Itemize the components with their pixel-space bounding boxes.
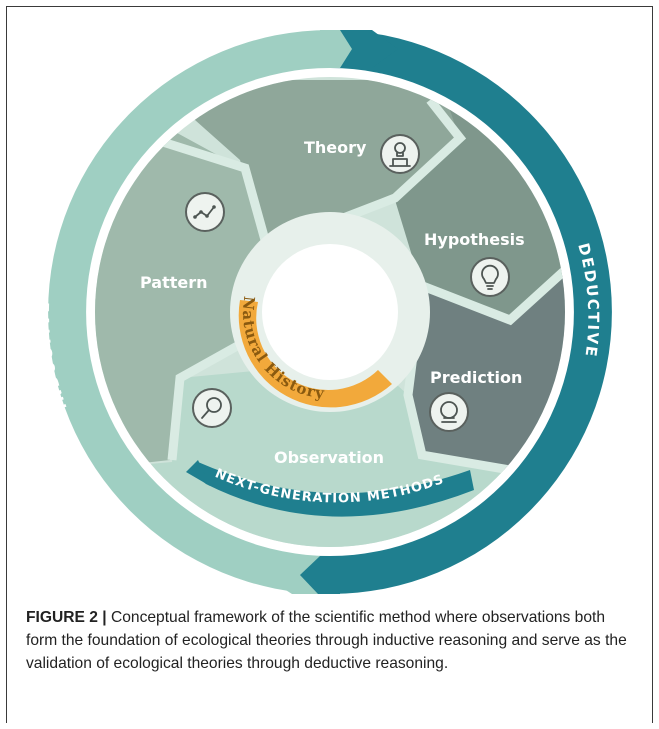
outer-ring [48, 30, 612, 594]
theory-segment [150, 80, 460, 258]
lightbulb-icon [470, 257, 510, 297]
natural-history-ring: Natural History [230, 212, 430, 412]
deductive-arc [330, 30, 612, 594]
observation-label: Observation [274, 448, 384, 467]
figure-label: FIGURE 2 | [26, 609, 107, 626]
trend-line-icon [185, 192, 225, 232]
top-arrow-chevron [330, 30, 398, 68]
bottom-arrow-tail [300, 556, 340, 594]
pattern-label: Pattern [140, 273, 208, 292]
theory-label: Theory [304, 138, 367, 157]
figure-caption: FIGURE 2 | Conceptual framework of the s… [26, 606, 634, 675]
prediction-label: Prediction [430, 368, 522, 387]
top-arrow-tail [320, 30, 352, 68]
presenter-lightbulb-icon [380, 134, 420, 174]
caption-text: Conceptual framework of the scientific m… [26, 609, 627, 672]
magnifier-icon [192, 388, 232, 428]
figure-frame [6, 6, 653, 723]
inductive-arc [48, 30, 330, 594]
scientific-method-diagram: Natural History NEXT-GENERATION METHODS … [48, 30, 612, 594]
hypothesis-label: Hypothesis [424, 230, 525, 249]
crystal-ball-icon [429, 392, 469, 432]
